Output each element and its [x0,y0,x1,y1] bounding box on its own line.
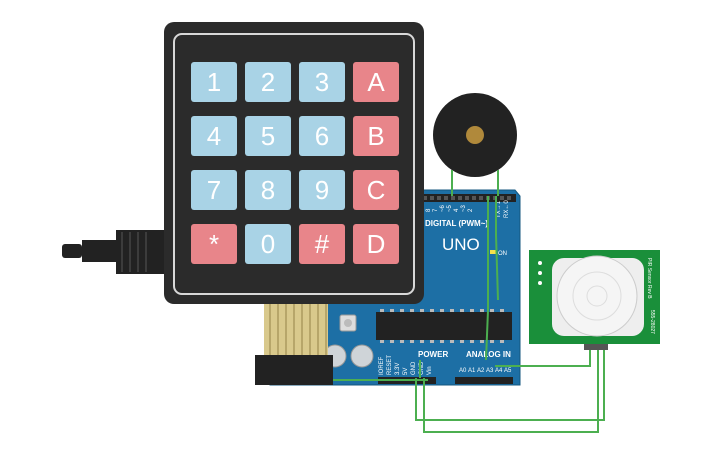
keypad-key-label: 4 [207,121,221,151]
keypad-key-7[interactable] [191,170,237,210]
keypad-key-6[interactable] [299,116,345,156]
keypad-key-label: 1 [207,67,221,97]
keypad-key-0[interactable] [245,224,291,264]
keypad-key-label: 0 [261,229,275,259]
piezo-buzzer[interactable] [433,93,517,196]
keypad-key-8[interactable] [245,170,291,210]
keypad-key-label: A [367,67,385,97]
keypad-key-d[interactable] [353,224,399,264]
keypad-key-2[interactable] [245,62,291,102]
keypad-key-a[interactable] [353,62,399,102]
svg-text:~6: ~6 [440,204,446,212]
svg-text:A2: A2 [477,368,485,374]
analog-label: ANALOG IN [466,350,511,359]
keypad-key-label: 7 [207,175,221,205]
keypad-key-label: * [209,229,219,259]
svg-text:TX→1: TX→1 [496,200,502,218]
pir-indicator [538,261,542,265]
keypad-key-5[interactable] [245,116,291,156]
keypad-key-star[interactable] [191,224,237,264]
pir-part-text: 555-28027 [649,310,655,334]
svg-text:RESET: RESET [387,355,393,375]
wire-pir-signal [485,196,489,361]
keypad-key-label: C [367,175,386,205]
keypad-key-label: # [315,229,330,259]
pir-motion-sensor[interactable]: PARALLAX 555-28027 PIR Sensor Rev B [522,250,660,350]
power-pin-labels: IOREF RESET 3.3V 5V GND GND Vin [379,355,433,375]
keypad-key-1[interactable] [191,62,237,102]
wire-pir-out [495,196,499,301]
power-label: POWER [418,350,448,359]
keypad-key-3[interactable] [299,62,345,102]
svg-text:A5: A5 [504,368,512,374]
wires [333,196,605,433]
wire-pir-vcc [415,350,605,421]
svg-text:3.3V: 3.3V [395,363,401,375]
svg-text:Vin: Vin [427,366,433,375]
analog-header [455,377,513,384]
wire-a0 [495,350,591,367]
svg-text:~5: ~5 [447,204,453,212]
keypad-key-label: 3 [315,67,329,97]
reset-button-cap [344,319,352,327]
keypad-key-label: 2 [261,67,275,97]
on-label: ON [498,251,507,257]
capacitor [350,344,374,368]
keypad-key-label: D [367,229,386,259]
pir-model-text: PIR Sensor Rev B [646,258,652,299]
pir-brand-text: PARALLAX [522,304,528,330]
keypad-key-label: 9 [315,175,329,205]
svg-text:A4: A4 [495,368,503,374]
analog-pin-labels: A0 A1 A2 A3 A4 A5 [459,368,512,374]
svg-text:7: 7 [433,208,439,212]
svg-text:8: 8 [426,208,432,212]
svg-text:GND: GND [411,361,417,375]
keypad-key-hash[interactable] [299,224,345,264]
keypad-key-4[interactable] [191,116,237,156]
keypad-key-label: 6 [315,121,329,151]
svg-text:RX←0: RX←0 [504,200,510,218]
keypad-connector [255,355,333,385]
uno-brand-text: UNO [442,235,480,254]
svg-text:4: 4 [454,208,460,212]
digital-label: DIGITAL (PWM~) [425,219,488,228]
svg-text:5V: 5V [403,368,409,375]
svg-text:IOREF: IOREF [379,356,385,375]
wire-pir-gnd [423,350,599,433]
svg-text:GND: GND [419,361,425,375]
svg-text:A1: A1 [468,368,476,374]
pir-pin-header [584,344,608,350]
power-led [490,250,496,254]
keypad-key-label: 8 [261,175,275,205]
keypad-key-label: 5 [261,121,275,151]
keypad-ribbon [255,300,333,385]
usb-cable-plug [62,230,166,274]
svg-text:~3: ~3 [461,204,467,212]
keypad-key-label: B [367,121,384,151]
svg-text:2: 2 [468,208,474,212]
svg-text:A0: A0 [459,368,467,374]
keypad-key-b[interactable] [353,116,399,156]
pir-indicator [538,271,542,275]
chip-pins [380,309,504,343]
svg-text:A3: A3 [486,368,494,374]
keypad-key-c[interactable] [353,170,399,210]
microcontroller-chip [376,312,512,340]
pir-indicator [538,281,542,285]
keypad-key-9[interactable] [299,170,345,210]
